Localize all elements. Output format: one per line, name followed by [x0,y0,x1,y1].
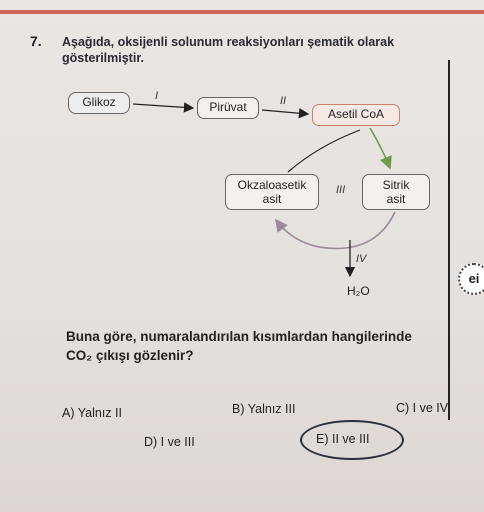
arrow-iii-cycle [275,211,396,250]
okz-line-2: asit [262,192,282,206]
node-asetil-coa: Asetil CoA [312,104,400,126]
node-glikoz: Glikoz [68,92,130,114]
arrow-to-sitrik [369,127,392,170]
node-okzaloasetik-asit: Okzaloasetik asit [225,174,319,210]
node-sitrik-asit: Sitrik asit [362,174,430,210]
top-rule [0,10,484,14]
step-iv-label: IV [356,253,367,265]
question-prompt: Buna göre, numaralandırılan kısımlardan … [66,327,466,365]
step-i-label: I [155,90,159,102]
publisher-logo: ei [458,263,484,295]
prompt-line-2: CO₂ çıkışı gözlenir? [66,348,194,363]
arrow-i [132,102,195,113]
prompt-line-1: Buna göre, numaralandırılan kısımlardan … [66,329,412,344]
okz-line-1: Okzaloasetik [237,178,307,192]
option-d[interactable]: D) I ve III [144,435,195,449]
answer-circle-mark [300,420,404,460]
option-b[interactable]: B) Yalnız III [232,402,296,416]
node-h2o: H₂O [347,284,370,298]
question-intro: Aşağıda, oksijenli solunum reaksiyonları… [62,34,422,66]
option-c[interactable]: C) I ve IV [396,401,449,415]
node-piruvat: Pirüvat [197,97,259,119]
option-a[interactable]: A) Yalnız II [62,406,122,420]
margin-line [448,60,450,420]
arrow-ii [261,108,310,119]
step-iii-label: III [336,184,346,196]
intro-line-2: gösterilmiştir. [62,51,144,65]
arrow-okz-to-asetil [287,129,361,173]
question-number: 7. [30,33,42,49]
step-ii-label: II [280,95,287,107]
sitrik-line-1: Sitrik [382,178,410,192]
sitrik-line-2: asit [386,192,406,206]
intro-line-1: Aşağıda, oksijenli solunum reaksiyonları… [62,35,395,49]
